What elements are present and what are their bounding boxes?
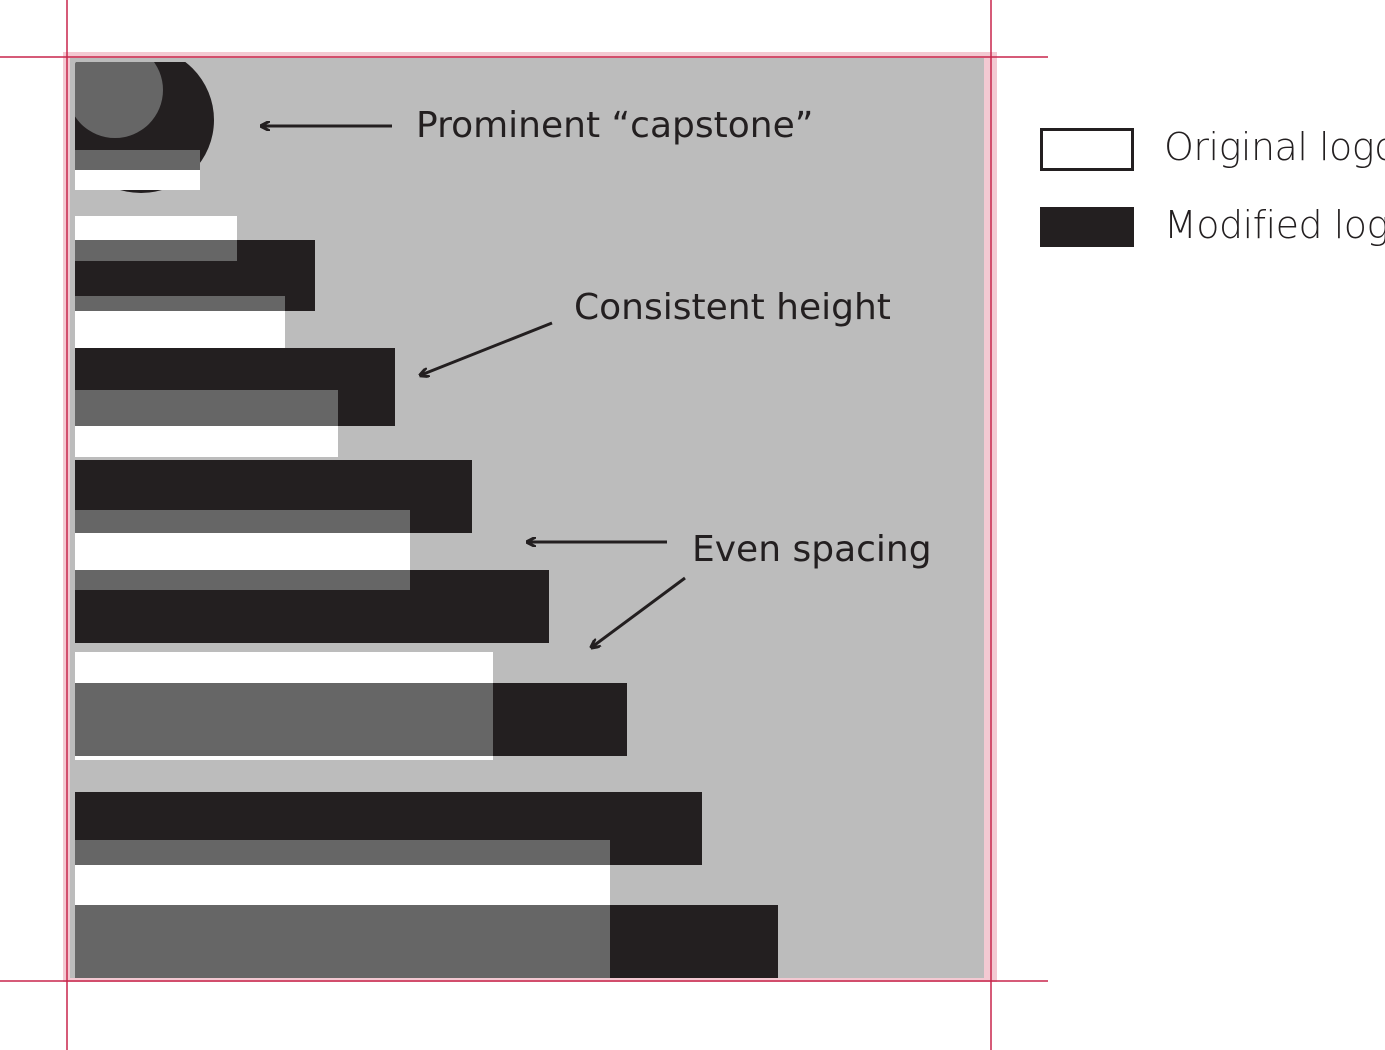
spacing-arrow-down bbox=[592, 576, 686, 647]
modified-bar-5 bbox=[75, 590, 549, 643]
legend-swatch-modified bbox=[1040, 207, 1134, 247]
modified-bar-8 bbox=[610, 905, 778, 978]
legend-label-modified: Modified logo bbox=[1164, 203, 1385, 247]
original-bar-6 bbox=[75, 865, 610, 905]
modified-bar-5-top bbox=[410, 570, 549, 590]
overlap-bar-6 bbox=[75, 840, 610, 865]
bars-group bbox=[75, 62, 778, 978]
height-annotation: Consistent height bbox=[574, 287, 891, 328]
overlap-bar-2 bbox=[75, 296, 285, 311]
annotation-arrows bbox=[262, 126, 686, 647]
guide-lines bbox=[0, 0, 1048, 1050]
spacing-annotation: Even spacing bbox=[692, 529, 932, 570]
overlap-bar-1 bbox=[75, 240, 237, 261]
modified-bar-6 bbox=[493, 683, 627, 756]
legend-label-original: Original logo bbox=[1164, 125, 1385, 169]
capstone-original-strip bbox=[75, 170, 200, 190]
overlap-bar-5 bbox=[75, 683, 493, 756]
legend-swatch-original bbox=[1040, 128, 1134, 171]
capstone-annotation: Prominent “capstone” bbox=[416, 105, 814, 146]
height-arrow bbox=[421, 321, 553, 375]
overlap-bar-4b bbox=[75, 570, 410, 590]
capstone-original-circle bbox=[75, 62, 163, 138]
overlap-bar-4a bbox=[75, 510, 410, 533]
overlap-bar-7 bbox=[75, 905, 610, 978]
overlap-bar-3 bbox=[75, 390, 338, 426]
